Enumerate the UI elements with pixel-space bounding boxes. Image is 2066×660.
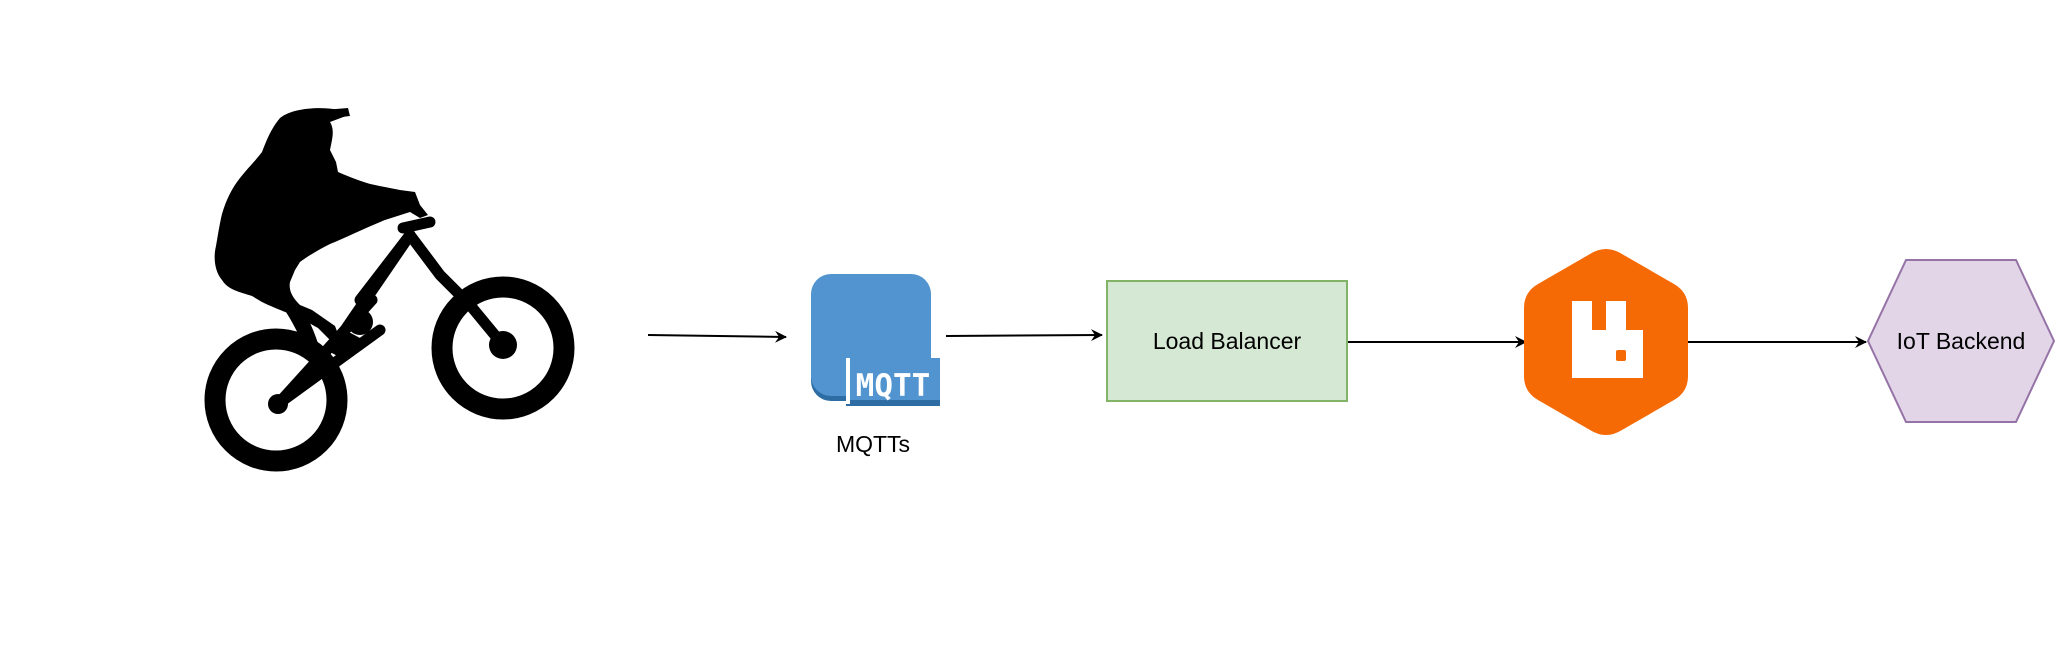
rabbitmq-node[interactable] xyxy=(1524,249,1688,435)
load-balancer-label: Load Balancer xyxy=(1153,328,1302,354)
mqtt-badge-text: MQTT xyxy=(856,368,931,404)
load-balancer-box xyxy=(1106,280,1348,402)
edge-rider-to-mqtt xyxy=(647,330,787,343)
iot-backend-label: IoT Backend xyxy=(1897,328,2026,354)
load-balancer-node[interactable]: Load Balancer xyxy=(1106,280,1348,402)
edge-mqtt-to-load-balancer xyxy=(945,329,1103,342)
front-wheel xyxy=(431,276,575,420)
mqtt-icon: MQTT xyxy=(811,274,940,406)
mqtt-label: MQTTs xyxy=(836,431,910,457)
bmx-rider-icon xyxy=(204,108,575,472)
edges xyxy=(647,329,1867,348)
iot-backend-node[interactable]: IoT Backend xyxy=(1866,259,2056,423)
rabbitmq-icon xyxy=(1572,301,1643,378)
mqtt-node[interactable]: MQTT MQTTs xyxy=(811,274,940,457)
mqtt-badge-background xyxy=(846,358,940,404)
rear-wheel xyxy=(204,328,348,472)
iot-backend-hexagon xyxy=(1866,259,2056,423)
